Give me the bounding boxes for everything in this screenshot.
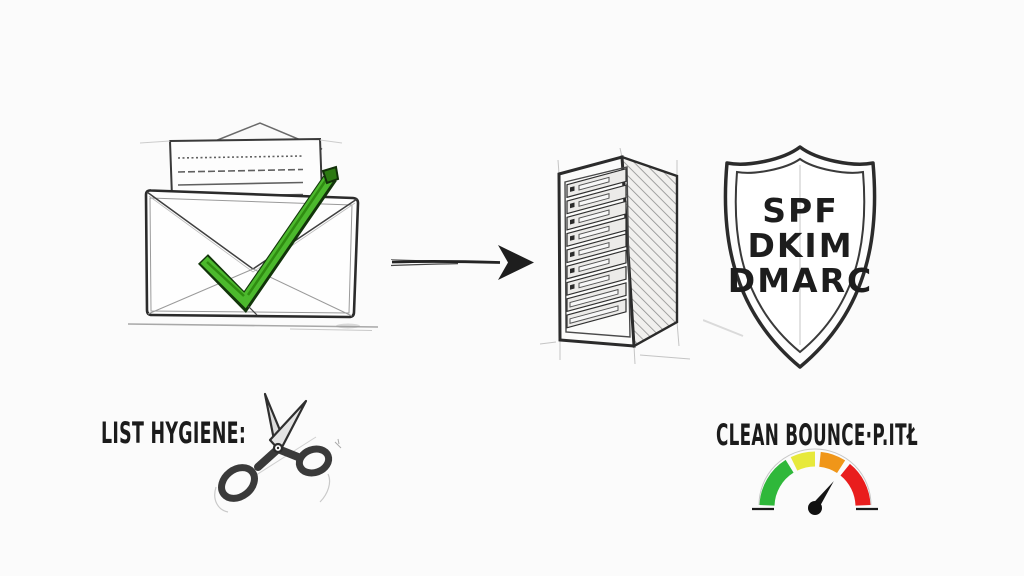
right-arrow-icon — [390, 245, 534, 280]
gauge-segment-red — [840, 463, 871, 506]
scissors-icon — [214, 392, 342, 513]
gauge-segment-yellow — [790, 451, 816, 471]
construction-lines — [540, 148, 690, 365]
list-hygiene-label: LIST HYGIENE: — [101, 416, 247, 450]
bounce-rate-gauge-icon — [752, 448, 878, 515]
shield-line-dmarc: DMARC — [727, 261, 874, 300]
green-check-icon — [197, 165, 340, 316]
ground-line — [127, 323, 379, 331]
server-drive-bays — [566, 168, 627, 329]
gauge-segment-orange — [818, 451, 846, 474]
clean-bounce-rate-label: CLEAN BOUNCE·P.ITŁ — [716, 418, 918, 452]
gauge-segments — [759, 451, 871, 506]
gauge-segment-green — [759, 459, 794, 506]
shield-protocol-list: SPF DKIM DMARC — [703, 193, 898, 298]
gauge-needle-icon — [808, 481, 834, 515]
shield-line-dkim: DKIM — [747, 226, 854, 265]
server-rack-icon — [540, 148, 690, 365]
verified-email-icon — [127, 122, 379, 331]
shield-line-spf: SPF — [762, 191, 839, 230]
shield-icon — [703, 145, 877, 369]
